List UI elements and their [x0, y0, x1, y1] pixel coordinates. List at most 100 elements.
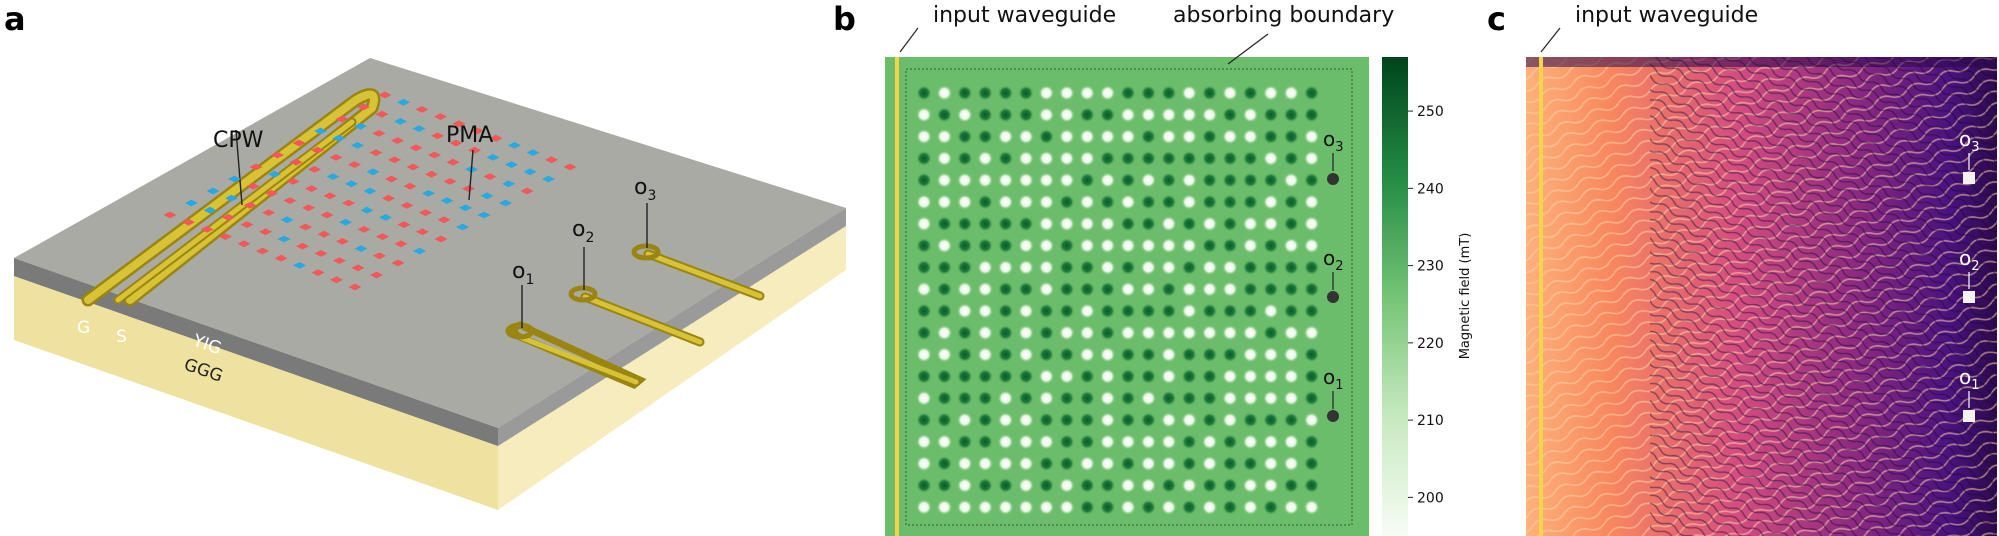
magnet-dot: [1038, 107, 1054, 123]
magnet-dot: [1242, 172, 1258, 188]
magnet-dot: [1161, 347, 1177, 363]
magnet-dot: [1100, 499, 1116, 515]
magnet-dot: [1181, 412, 1197, 428]
magnet-dot: [957, 412, 973, 428]
magnet-dot: [1283, 281, 1299, 297]
magnet-dot: [1038, 259, 1054, 275]
magnet-dot: [1140, 107, 1156, 123]
magnet-dot: [916, 368, 932, 384]
magnet-dot: [1222, 259, 1238, 275]
magnet-dot: [916, 107, 932, 123]
magnet-dot: [936, 347, 952, 363]
magnet-dot: [936, 368, 952, 384]
magnet-dot: [1018, 347, 1034, 363]
magnet-dot: [1140, 325, 1156, 341]
magnet-dot: [1283, 325, 1299, 341]
magnet-dot: [1079, 129, 1095, 145]
magnet-dot: [1018, 434, 1034, 450]
magnet-dot: [1181, 390, 1197, 406]
magnet-dot: [1059, 129, 1075, 145]
magnet-dot: [1304, 477, 1320, 493]
magnet-dot: [1018, 412, 1034, 428]
magnet-dot: [1304, 434, 1320, 450]
magnet-dot: [1242, 390, 1258, 406]
magnet-dot: [1100, 238, 1116, 254]
magnet-dot: [1263, 347, 1279, 363]
colorbar-tick-label: 210: [1417, 413, 1444, 429]
magnet-dot: [916, 434, 932, 450]
magnet-dot: [1038, 85, 1054, 101]
magnet-dot: [1018, 194, 1034, 210]
magnet-dot: [1242, 477, 1258, 493]
magnet-dot: [1100, 281, 1116, 297]
magnet-dot: [1181, 150, 1197, 166]
magnet-dot: [916, 129, 932, 145]
magnet-dot: [1242, 194, 1258, 210]
magnet-dot: [1242, 434, 1258, 450]
ground-label: G: [77, 318, 90, 338]
magnet-dot: [1283, 129, 1299, 145]
panel-a-letter: a: [4, 0, 26, 38]
magnet-dot: [1181, 216, 1197, 232]
magnet-dot: [998, 368, 1014, 384]
magnet-dot: [1283, 172, 1299, 188]
magnet-dot: [957, 325, 973, 341]
magnet-dot: [1263, 499, 1279, 515]
magnet-dot: [1283, 194, 1299, 210]
magnet-dot: [977, 129, 993, 145]
magnet-dot: [1018, 390, 1034, 406]
magnet-dot: [998, 281, 1014, 297]
magnet-dot: [1263, 150, 1279, 166]
magnet-dot: [998, 194, 1014, 210]
magnet-dot: [1202, 303, 1218, 319]
magnet-dot: [1263, 194, 1279, 210]
magnet-dot: [1018, 303, 1034, 319]
magnet-dot: [1304, 499, 1320, 515]
magnet-dot: [1242, 85, 1258, 101]
magnet-dot: [1059, 85, 1075, 101]
magnet-dot: [1181, 281, 1197, 297]
magnet-dot: [1202, 412, 1218, 428]
magnet-dot: [1038, 325, 1054, 341]
magnet-dot: [998, 107, 1014, 123]
magnet-dot: [916, 347, 932, 363]
magnet-dot: [998, 347, 1014, 363]
magnet-dot: [1202, 259, 1218, 275]
magnet-dot: [957, 172, 973, 188]
magnet-dot: [916, 390, 932, 406]
magnet-dot: [1222, 456, 1238, 472]
input-waveguide-bar: [895, 57, 899, 536]
magnet-dot: [1140, 390, 1156, 406]
magnet-dot: [1202, 347, 1218, 363]
magnet-dot: [977, 477, 993, 493]
magnet-dot: [1283, 456, 1299, 472]
magnet-dot: [1222, 434, 1238, 450]
magnet-dot: [1100, 150, 1116, 166]
magnet-dot: [998, 150, 1014, 166]
magnet-dot: [998, 216, 1014, 232]
magnet-dot: [1059, 325, 1075, 341]
magnet-dot: [936, 325, 952, 341]
magnet-dot: [1018, 172, 1034, 188]
magnet-dot: [1100, 172, 1116, 188]
magnet-dot: [1222, 238, 1238, 254]
magnet-dot: [1100, 477, 1116, 493]
magnet-dot: [998, 477, 1014, 493]
magnet-dot: [957, 129, 973, 145]
magnet-dot: [1242, 150, 1258, 166]
magnet-dot: [1181, 172, 1197, 188]
colorbar-tick-label: 250: [1417, 104, 1444, 120]
magnet-dot: [1263, 456, 1279, 472]
magnet-dot: [1242, 456, 1258, 472]
magnet-dot: [1304, 172, 1320, 188]
magnet-dot: [916, 477, 932, 493]
magnet-dot: [1140, 259, 1156, 275]
magnet-dot: [1181, 499, 1197, 515]
magnet-dot: [1161, 129, 1177, 145]
magnet-dot: [1263, 281, 1279, 297]
detector-1: [1327, 410, 1339, 422]
magnet-dot: [957, 107, 973, 123]
magnet-dot: [1018, 368, 1034, 384]
magnet-dot: [977, 194, 993, 210]
magnet-dot: [1059, 172, 1075, 188]
